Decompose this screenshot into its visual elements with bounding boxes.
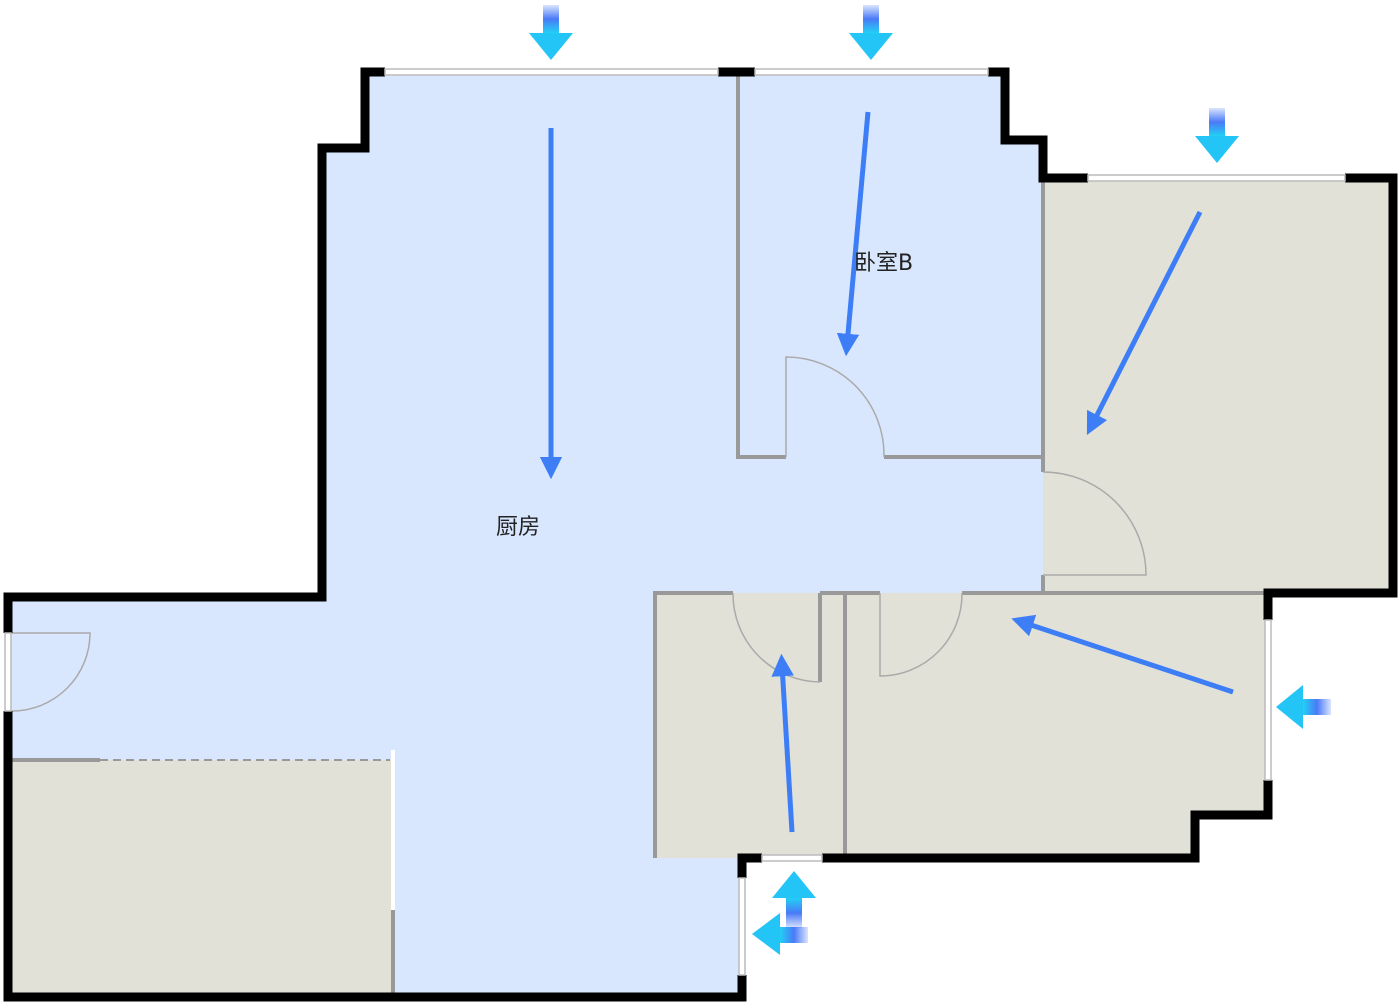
door-south-mid <box>732 592 821 683</box>
arrow-south-right <box>1011 614 1234 695</box>
door-south-right <box>879 592 963 677</box>
entry-arrow-icon <box>752 913 808 955</box>
inner-walls <box>12 75 1265 995</box>
entry-arrow-icon <box>1276 685 1331 729</box>
room-label-kitchen: 厨房 <box>496 515 541 540</box>
room-label-bedroom-b: 卧室B <box>854 251 914 276</box>
arrow-south-mid <box>771 653 795 833</box>
door-bedroom-b <box>785 356 885 458</box>
entry-arrow-icon <box>772 871 816 928</box>
outer-wall <box>3 67 385 633</box>
entry-arrow-icon <box>529 5 573 60</box>
arrow-bedroom-b <box>836 111 871 357</box>
entry-arrow-icon <box>1195 108 1239 163</box>
flow-arrows <box>539 111 1234 833</box>
door-entrance <box>11 632 91 712</box>
room-east-floor <box>1043 178 1393 593</box>
entry-arrow-icon <box>849 5 893 60</box>
door-east-room <box>1042 471 1147 576</box>
room-south-right-floor <box>843 593 1265 856</box>
windows <box>4 68 1346 976</box>
doors <box>11 356 1147 712</box>
room-south-left-floor <box>12 760 393 995</box>
arrow-east-room <box>1086 210 1203 436</box>
room-south-mid-floor <box>655 593 843 858</box>
entry-arrows <box>529 5 1331 955</box>
